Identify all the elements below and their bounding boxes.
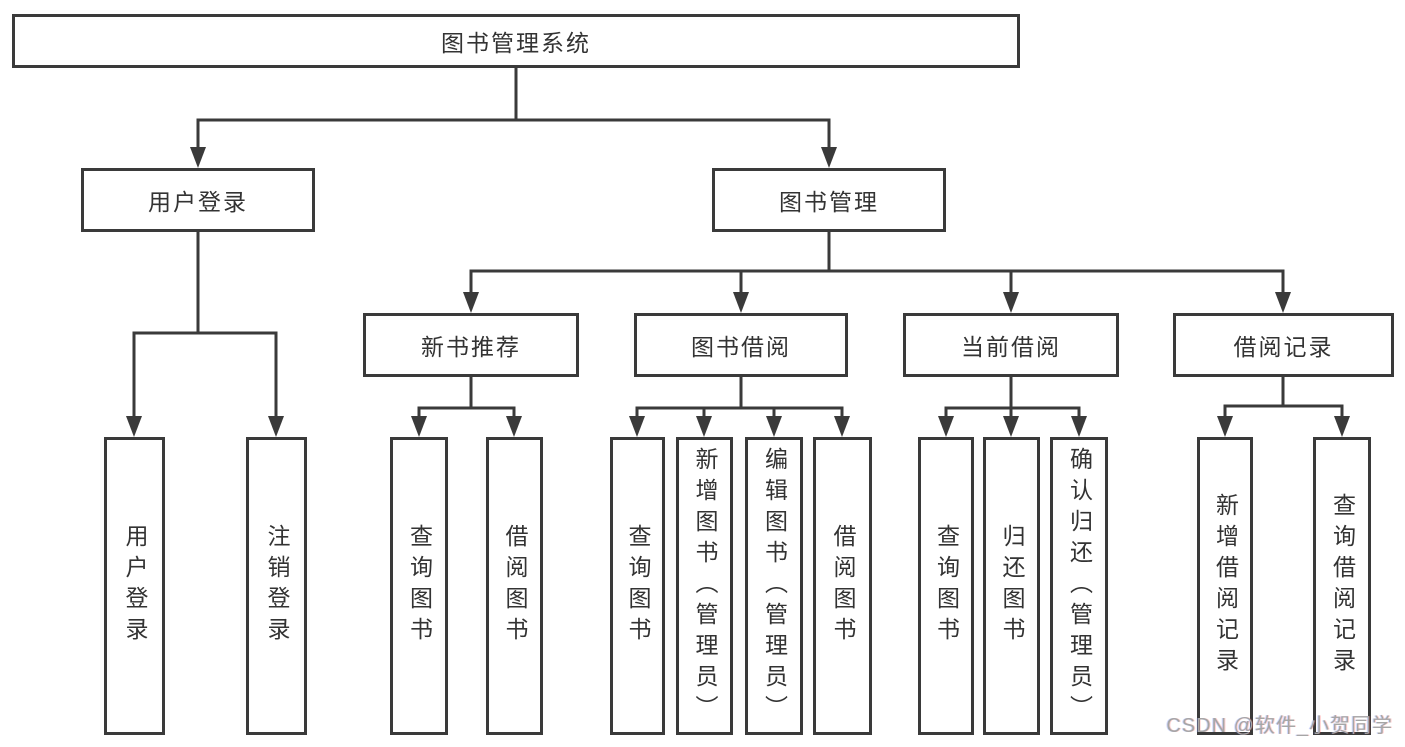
leaf-query-borrow-record: 查询借阅记录 [1313,437,1371,735]
node-current-borrowing: 当前借阅 [903,313,1119,377]
node-library-system: 图书管理系统 [12,14,1020,68]
node-new-book-recommend: 新书推荐 [363,313,579,377]
leaf-add-borrow-record: 新增借阅记录 [1197,437,1253,735]
node-book-management: 图书管理 [712,168,946,232]
leaf-add-book-admin: 新增图书（管理员） [676,437,733,735]
leaf-confirm-return-admin: 确认归还（管理员） [1050,437,1108,735]
leaf-query-books-borrowing: 查询图书 [610,437,665,735]
node-borrowing-records: 借阅记录 [1173,313,1394,377]
leaf-borrow-books-recommend: 借阅图书 [486,437,543,735]
leaf-edit-book-admin: 编辑图书（管理员） [745,437,803,735]
leaf-return-books: 归还图书 [983,437,1040,735]
node-user-login: 用户登录 [81,168,315,232]
watermark: CSDN @软件_小贺同学 [1166,715,1393,737]
edge-book-mgmt-children [469,230,1285,297]
leaf-logout: 注销登录 [246,437,307,735]
arrowheads [126,147,1350,437]
leaf-query-books-recommend: 查询图书 [390,437,448,735]
leaf-borrow-books-borrowing: 借阅图书 [813,437,872,735]
edge-new-book-children [417,375,516,421]
edge-root-to-level2 [196,66,831,152]
edge-current-borrow-children [944,375,1081,421]
leaf-query-books-current: 查询图书 [918,437,974,735]
leaf-user-login: 用户登录 [104,437,165,735]
node-book-borrowing: 图书借阅 [634,313,848,377]
edge-book-borrow-children [635,375,844,421]
edge-borrow-records-children [1223,375,1344,421]
edge-user-login-children [132,230,278,421]
